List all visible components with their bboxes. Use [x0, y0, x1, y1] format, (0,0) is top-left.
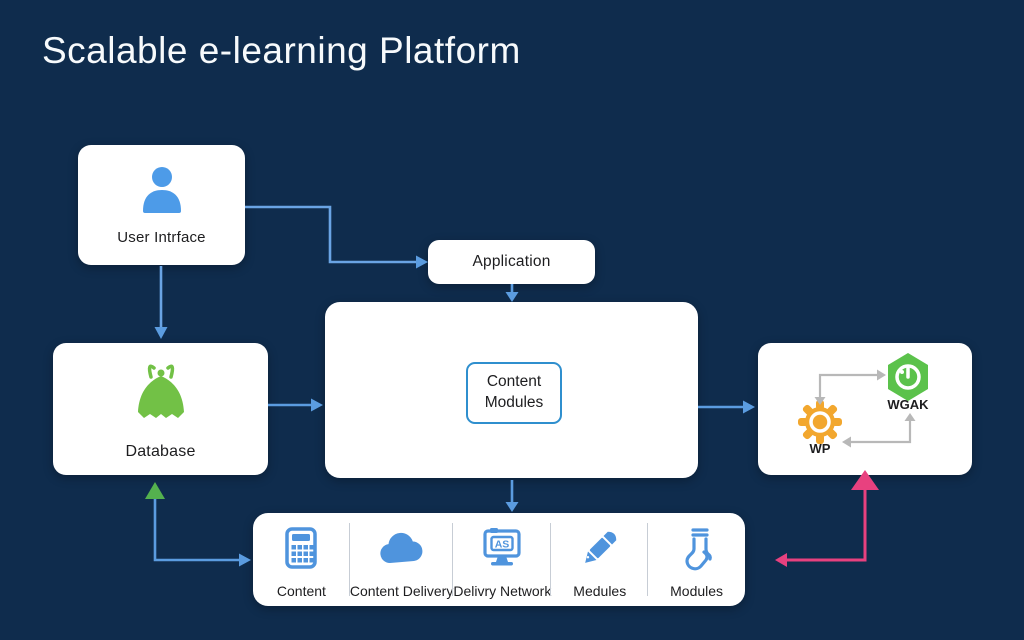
bar-item-content-delivery: Content Delivery: [349, 513, 454, 606]
node-content-modules: Content Modules: [466, 362, 562, 424]
sock-icon: [674, 525, 720, 576]
page-title: Scalable e-learning Platform: [42, 30, 521, 71]
node-user-interface: User Intrface: [78, 145, 245, 265]
bar-item-content: Content: [253, 513, 350, 606]
connector-ui-to-application: [245, 205, 428, 269]
calculator-icon: [278, 525, 324, 576]
bar-item-label: Content: [276, 582, 326, 599]
bar-item-label: Medules: [573, 582, 627, 599]
cloud-icon: [377, 525, 427, 576]
bar-item-label: Modules: [670, 582, 724, 599]
connector-database-to-content-modules: [268, 398, 323, 412]
node-integrations: WGAK WP: [758, 343, 972, 475]
node-database: Database: [53, 343, 268, 475]
connector-content-modules-to-integrations: [698, 400, 755, 414]
bar-item-medules: Medules: [551, 513, 649, 606]
integration-label: WGAK: [887, 397, 929, 412]
node-content-modules-container: Content Modules: [325, 302, 698, 478]
monitor-icon: AS: [477, 525, 527, 576]
bar-item-delivery-network: AS Delivry Network: [453, 513, 552, 606]
bar-item-modules: Modules: [648, 513, 745, 606]
node-label: Content Modules: [484, 373, 544, 411]
connector-application-to-content-modules: [505, 284, 519, 302]
connector-content-modules-to-bottom-bar: [505, 480, 519, 512]
pencil-icon: [577, 525, 623, 576]
node-label: Application: [472, 253, 551, 270]
bag-icon: [124, 358, 198, 435]
connector-bottombar-database-elbow: [145, 482, 251, 567]
node-label: Database: [125, 442, 196, 460]
node-application: Application: [428, 240, 595, 284]
gear-icon: [797, 399, 843, 450]
integration-label: WP: [809, 441, 831, 456]
hexagon-timer-icon: [884, 352, 932, 407]
bottom-services-bar: Content Content Delivery AS: [253, 513, 745, 606]
bar-item-label: Content Delivery: [349, 582, 454, 599]
connector-pink-feedback: [775, 470, 879, 567]
person-icon: [135, 164, 189, 219]
node-label: User Intrface: [117, 229, 206, 246]
bar-item-label: Delivry Network: [453, 582, 552, 599]
connector-ui-to-database: [154, 266, 168, 339]
monitor-badge: AS: [495, 538, 510, 550]
